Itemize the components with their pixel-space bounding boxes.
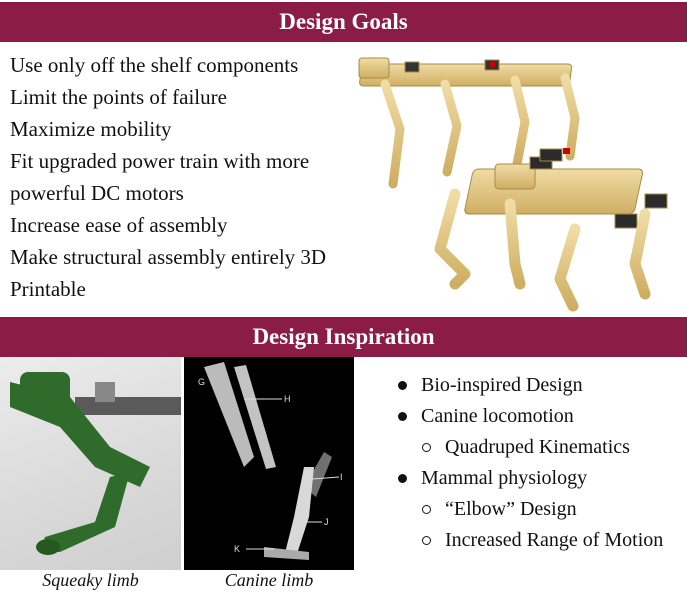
canine-limb-caption: Canine limb (224, 570, 314, 590)
bullet-icon (398, 381, 407, 390)
design-goals-list: Use only off the shelf components Limit … (10, 49, 326, 305)
goal-item: Fit upgraded power train with more (10, 149, 310, 173)
goal-item: Use only off the shelf components (10, 53, 299, 77)
xray-drawing: G H I J K (198, 362, 343, 560)
goal-item: powerful DC motors (10, 181, 184, 205)
canine-limb-xray: G H I J K (184, 357, 354, 570)
goal-item: Limit the points of failure (10, 85, 227, 109)
squeaky-limb-image (0, 357, 181, 570)
hollow-bullet-icon (422, 505, 431, 514)
robot-front (434, 148, 668, 312)
inspiration-item: Mammal physiology (398, 463, 663, 494)
bullet-icon (398, 412, 407, 421)
design-inspiration-title: Design Inspiration (252, 324, 435, 349)
xray-label-g: G (198, 377, 205, 387)
xray-label-i: I (340, 472, 343, 482)
inspiration-subitem: Quadruped Kinematics (398, 432, 663, 463)
design-goals-banner: Design Goals (0, 2, 687, 42)
goal-item: Printable (10, 277, 86, 301)
goal-item: Maximize mobility (10, 117, 172, 141)
hollow-bullet-icon (422, 443, 431, 452)
xray-label-h: H (284, 394, 291, 404)
inspiration-list: Bio-inspired Design Canine locomotion Qu… (398, 370, 663, 556)
inspiration-subitem: Increased Range of Motion (398, 525, 663, 556)
green-robot-limb-drawing (10, 372, 181, 555)
inspiration-item: Canine locomotion (398, 401, 663, 432)
design-inspiration-banner: Design Inspiration (0, 317, 687, 357)
goal-item: Make structural assembly entirely 3D (10, 245, 327, 269)
design-goals-title: Design Goals (279, 9, 408, 34)
goal-item: Increase ease of assembly (10, 213, 228, 237)
inspiration-subitem: “Elbow” Design (398, 494, 663, 525)
xray-label-k: K (234, 544, 240, 554)
robot-rear (358, 57, 580, 189)
squeaky-limb-caption: Squeaky limb (42, 570, 139, 590)
bullet-icon (398, 474, 407, 483)
quadruped-robot-render (358, 57, 668, 312)
inspiration-item: Bio-inspired Design (398, 370, 663, 401)
xray-label-j: J (324, 517, 329, 527)
hollow-bullet-icon (422, 536, 431, 545)
